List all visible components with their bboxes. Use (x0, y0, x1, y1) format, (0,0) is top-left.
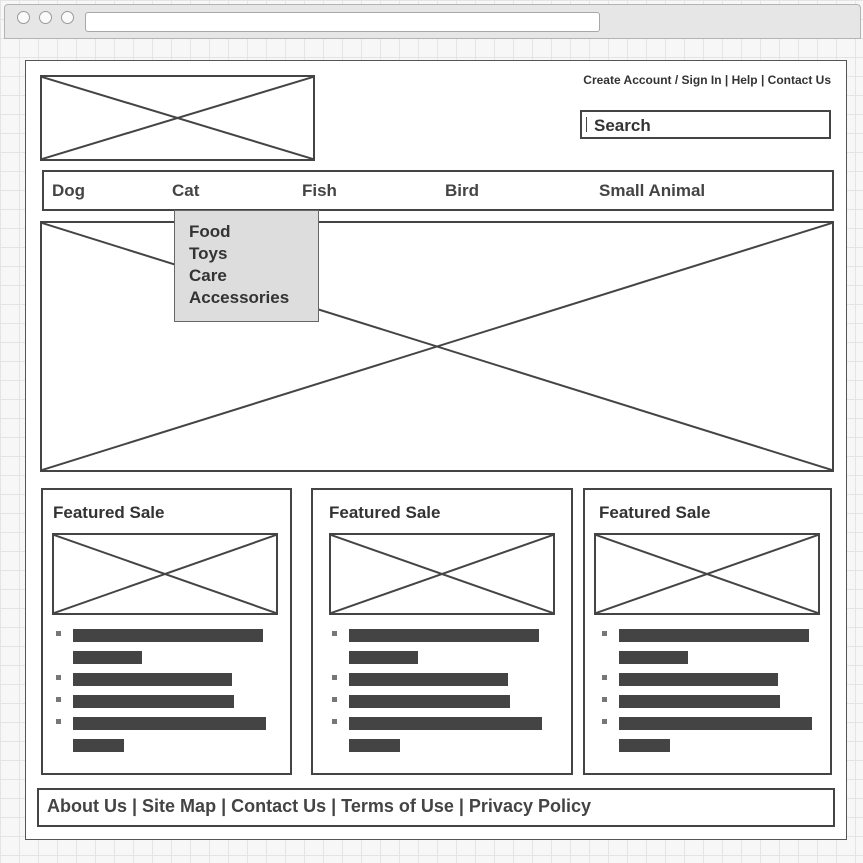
dropdown-item-food[interactable]: Food (189, 222, 231, 241)
search-placeholder: Search (594, 116, 651, 135)
card-title: Featured Sale (599, 503, 711, 522)
text-line-placeholder (73, 739, 124, 752)
nav-item-fish[interactable]: Fish (302, 181, 337, 200)
footer-site-map-link[interactable]: Site Map (142, 796, 217, 816)
text-line-placeholder (619, 739, 670, 752)
bullet-icon (602, 719, 607, 724)
text-line-placeholder (73, 629, 263, 642)
contact-us-link[interactable]: Contact Us (767, 73, 831, 87)
footer-links: About Us | Site Map | Contact Us | Terms… (47, 796, 592, 816)
text-line-placeholder (349, 739, 400, 752)
bullet-icon (56, 719, 61, 724)
account-links: Create Account / Sign In | Help | Contac… (583, 73, 831, 87)
window-maximize-dot-icon[interactable] (61, 11, 74, 24)
text-line-placeholder (349, 717, 542, 730)
nav-item-dog[interactable]: Dog (52, 181, 86, 200)
text-cursor (586, 117, 587, 132)
nav-item-cat[interactable]: Cat (172, 181, 200, 200)
product-image-placeholder[interactable] (52, 533, 278, 615)
text-line-placeholder (619, 717, 812, 730)
dropdown-item-toys[interactable]: Toys (189, 244, 228, 263)
card-title: Featured Sale (329, 503, 441, 522)
text-line-placeholder (73, 673, 232, 686)
nav-item-bird[interactable]: Bird (445, 181, 479, 200)
help-link[interactable]: Help (731, 73, 758, 87)
bullet-icon (332, 697, 337, 702)
logo-image-placeholder[interactable] (40, 75, 315, 161)
product-image-placeholder[interactable] (594, 533, 820, 615)
text-line-placeholder (73, 651, 142, 664)
text-line-placeholder (619, 673, 778, 686)
search-input[interactable]: Search (580, 110, 831, 139)
bullet-icon (56, 675, 61, 680)
text-line-placeholder (73, 695, 234, 708)
product-image-placeholder[interactable] (329, 533, 555, 615)
create-account-sign-in-link[interactable]: Create Account / Sign In (583, 73, 722, 87)
text-line-placeholder (349, 673, 508, 686)
text-line-placeholder (349, 629, 539, 642)
hero-banner-placeholder[interactable] (40, 221, 834, 472)
bullet-icon (602, 675, 607, 680)
footer-privacy-policy-link[interactable]: Privacy Policy (468, 796, 592, 816)
bullet-icon (56, 697, 61, 702)
category-nav-bar (42, 170, 834, 211)
footer-terms-of-use-link[interactable]: Terms of Use (341, 796, 454, 816)
card-title: Featured Sale (53, 503, 165, 522)
dropdown-item-care[interactable]: Care (189, 266, 227, 285)
nav-item-small-animal[interactable]: Small Animal (599, 181, 706, 200)
text-line-placeholder (349, 651, 418, 664)
text-line-placeholder (349, 695, 510, 708)
text-line-placeholder (619, 651, 688, 664)
text-line-placeholder (73, 717, 266, 730)
text-line-placeholder (619, 629, 809, 642)
footer-about-us-link[interactable]: About Us (47, 796, 127, 816)
footer-bar: About Us | Site Map | Contact Us | Terms… (37, 788, 835, 827)
window-minimize-dot-icon[interactable] (39, 11, 52, 24)
bullet-icon (602, 697, 607, 702)
window-close-dot-icon[interactable] (17, 11, 30, 24)
cat-dropdown-menu (174, 210, 319, 322)
footer-contact-us-link[interactable]: Contact Us (231, 796, 327, 816)
bullet-icon (56, 631, 61, 636)
address-bar[interactable] (85, 12, 600, 32)
dropdown-item-accessories[interactable]: Accessories (189, 288, 290, 307)
text-line-placeholder (619, 695, 780, 708)
bullet-icon (332, 675, 337, 680)
bullet-icon (332, 631, 337, 636)
bullet-icon (332, 719, 337, 724)
bullet-icon (602, 631, 607, 636)
